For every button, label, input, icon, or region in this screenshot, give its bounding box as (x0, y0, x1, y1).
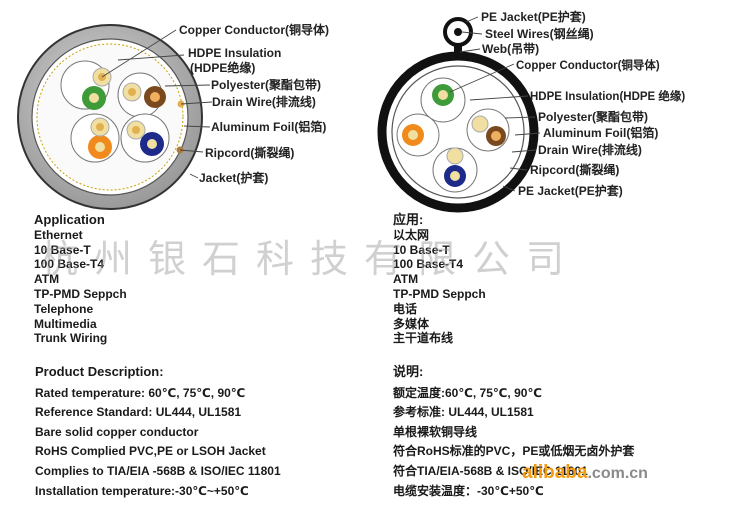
pair-orange (396, 113, 440, 157)
list-item: Reference Standard: UL444, UL1581 (35, 405, 242, 420)
list-item: Trunk Wiring (34, 331, 108, 346)
list-item: 10 Base-T (393, 242, 450, 257)
list-item: Bare solid copper conductor (35, 424, 199, 439)
list-item: Installation temperature:-30℃~+50℃ (35, 483, 249, 498)
company-watermark: 杭州银石科技有限公司 (40, 237, 581, 281)
right-cable-cross-section (377, 17, 539, 213)
description-en: Product Description: Rated temperature: … (35, 362, 281, 501)
list-item: 主干道布线 (393, 331, 454, 346)
list-item: 电话 (393, 301, 418, 316)
pair-green (60, 60, 112, 110)
label-ripcord: Ripcord(撕裂绳) (530, 162, 619, 177)
label-polyester: Polyester(聚酯包带) (538, 109, 648, 124)
steel-wire (454, 28, 462, 36)
list-item: 100 Base-T4 (393, 257, 464, 272)
list-item: RoHS Complied PVC,PE or LSOH Jacket (35, 444, 266, 459)
pair-green (420, 77, 466, 123)
list-item: ATM (34, 272, 60, 287)
label-drain-wire: Drain Wire(排流线) (212, 94, 316, 109)
label-pe-jacket-top: PE Jacket(PE护套) (481, 9, 586, 24)
list-item: Multimedia (34, 316, 97, 331)
label-web: Web(吊带) (482, 41, 539, 56)
list-item: 符合TIA/EIA-568B & ISO/IEC 11801 (393, 463, 588, 478)
label-copper-conductor: Copper Conductor(铜导体) (179, 22, 329, 37)
description-cn: 说明: 额定温度:60℃, 75℃, 90℃ 参考标准: UL444, UL15… (393, 362, 634, 501)
site-watermark-tail: .com.cn (587, 465, 648, 482)
list-item: 电缆安装温度：-30℃+50℃ (393, 483, 544, 498)
label-aluminum-foil: Aluminum Foil(铝箔) (543, 125, 658, 140)
description-en-title: Product Description: (35, 364, 164, 379)
label-pe-jacket-bottom: PE Jacket(PE护套) (518, 183, 623, 198)
pair-orange (70, 113, 120, 163)
application-cn: 应用: 以太网 10 Base-T 100 Base-T4 ATM TP-PMD… (393, 212, 486, 346)
list-item: 100 Base-T4 (34, 257, 105, 272)
list-item: 参考标准: UL444, UL1581 (393, 405, 534, 420)
list-item: Rated temperature: 60℃, 75℃, 90℃ (35, 385, 246, 400)
label-hdpe-insulation-cn: (HDPE绝缘) (190, 60, 255, 75)
pair-brown (466, 108, 510, 152)
label-jacket: Jacket(护套) (199, 170, 268, 185)
pair-brown (117, 72, 166, 118)
left-callouts: Copper Conductor(铜导体) HDPE Insulation (H… (179, 22, 329, 185)
label-steel-wires: Steel Wires(钢丝绳) (485, 26, 594, 41)
pair-blue (120, 113, 170, 163)
label-hdpe-insulation: HDPE Insulation (188, 46, 281, 60)
label-aluminum-foil: Aluminum Foil(铝箔) (211, 119, 326, 134)
list-item: 以太网 (393, 227, 430, 242)
application-en: Application Ethernet 10 Base-T 100 Base-… (34, 212, 127, 346)
list-item: ATM (393, 272, 419, 287)
application-cn-title: 应用: (393, 212, 424, 227)
label-hdpe-insulation: HDPE Insulation(HDPE 绝缘) (530, 89, 685, 103)
list-item: TP-PMD Seppch (34, 286, 127, 301)
list-item: Ethernet (34, 227, 83, 242)
right-callouts: PE Jacket(PE护套) Steel Wires(钢丝绳) Web(吊带)… (481, 9, 685, 198)
application-en-title: Application (34, 212, 105, 227)
list-item: TP-PMD Seppch (393, 286, 486, 301)
left-leader-lines (101, 29, 213, 179)
list-item: 单根裸软铜导线 (393, 424, 478, 439)
list-item: Telephone (34, 301, 94, 316)
right-leader-lines (449, 16, 541, 192)
pair-blue (432, 147, 478, 193)
list-item: 多媒体 (393, 316, 430, 331)
label-ripcord: Ripcord(撕裂绳) (205, 145, 294, 160)
left-cable-cross-section (17, 24, 203, 210)
list-item: 符合RoHS标准的PVC，PE或低烟无卤外护套 (393, 444, 635, 459)
description-cn-title: 说明: (393, 364, 424, 379)
list-item: 额定温度:60℃, 75℃, 90℃ (393, 385, 542, 400)
list-item: Complies to TIA/EIA -568B & ISO/IEC 1180… (35, 463, 281, 478)
label-polyester: Polyester(聚酯包带) (211, 77, 321, 92)
label-drain-wire: Drain Wire(排流线) (538, 142, 642, 157)
list-item: 10 Base-T (34, 242, 91, 257)
site-watermark: alibaba.com.cn (522, 462, 648, 484)
site-watermark-main: alibaba (522, 462, 588, 483)
label-copper-conductor: Copper Conductor(铜导体) (516, 58, 660, 72)
